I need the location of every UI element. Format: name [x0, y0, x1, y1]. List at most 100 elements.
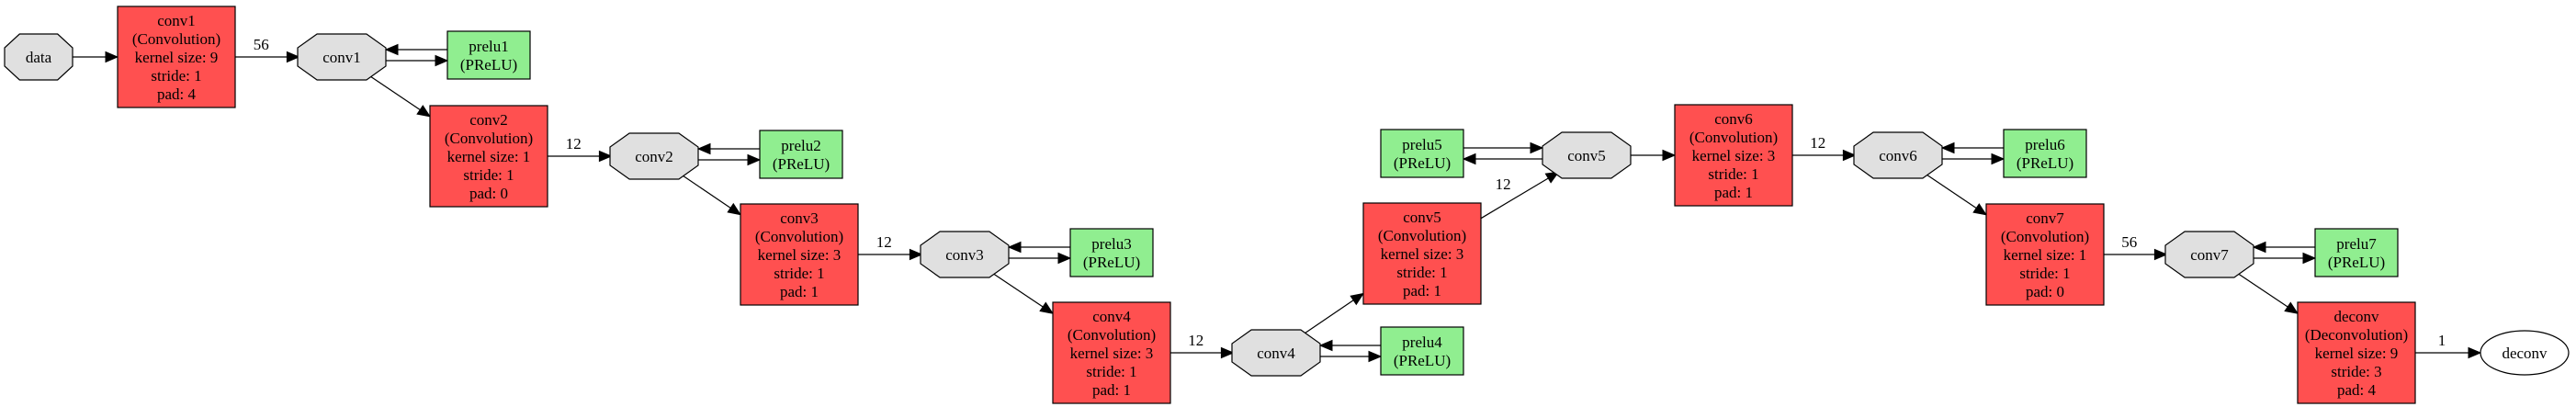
node-shape-conv3	[920, 231, 1010, 278]
arrowhead-conv3_layer-to-conv3	[909, 248, 923, 261]
arrowhead-conv5-to-prelu5	[1462, 153, 1476, 165]
node-text-conv6-0: conv6	[1879, 147, 1917, 164]
node-text-conv5_layer-0: conv5	[1403, 209, 1441, 226]
node-shape-conv4_layer	[1052, 301, 1171, 404]
node-prelu2[interactable]: prelu2(PReLU)	[759, 130, 843, 179]
node-text-conv3_layer-0: conv3	[780, 209, 819, 227]
node-prelu7[interactable]: prelu7(PReLU)	[2314, 228, 2399, 277]
node-text-conv6_layer-4: pad: 1	[1714, 184, 1753, 201]
arrowhead-conv4-to-prelu4	[1368, 350, 1383, 363]
node-text-conv5_layer-2: kernel size: 3	[1381, 245, 1464, 263]
node-conv6[interactable]: conv6	[1853, 131, 1943, 179]
node-shape-prelu4	[1380, 326, 1464, 376]
node-deconv_layer[interactable]: deconv(Deconvolution)kernel size: 9strid…	[2297, 301, 2416, 404]
node-conv1_layer[interactable]: conv1(Convolution)kernel size: 9stride: …	[117, 6, 236, 108]
node-conv6_layer[interactable]: conv6(Convolution)kernel size: 3stride: …	[1674, 104, 1793, 207]
node-shape-conv7_layer	[1985, 203, 2105, 306]
node-shape-prelu2	[759, 130, 843, 179]
node-text-data-0: data	[26, 49, 52, 66]
node-text-prelu3-1: (PReLU)	[1083, 254, 1140, 271]
node-conv5_layer[interactable]: conv5(Convolution)kernel size: 3stride: …	[1362, 202, 1482, 305]
node-prelu5[interactable]: prelu5(PReLU)	[1380, 129, 1464, 178]
arrowhead-conv2-to-prelu2	[747, 153, 762, 166]
arrowhead-prelu7-to-conv7	[2252, 241, 2266, 254]
node-text-prelu7-0: prelu7	[2336, 235, 2377, 253]
arrowhead-conv4-to-conv5_layer	[1350, 292, 1365, 306]
arrowhead-conv6_layer-to-conv6	[1842, 149, 1857, 162]
node-text-prelu7-1: (PReLU)	[2328, 254, 2385, 271]
node-text-prelu6-0: prelu6	[2025, 136, 2064, 153]
node-conv3_layer[interactable]: conv3(Convolution)kernel size: 3stride: …	[740, 203, 859, 306]
node-prelu4[interactable]: prelu4(PReLU)	[1380, 326, 1464, 376]
node-text-prelu2-1: (PReLU)	[773, 155, 830, 173]
node-text-prelu6-1: (PReLU)	[2017, 154, 2073, 172]
node-text-deconv_layer-3: stride: 3	[2331, 363, 2381, 380]
arrowhead-conv3-to-conv4_layer	[1039, 301, 1055, 314]
arrowhead-deconv_layer-to-deconv	[2468, 346, 2482, 359]
node-shape-deconv_layer	[2297, 301, 2416, 404]
edge-conv4-to-conv5_layer	[1301, 300, 1354, 336]
node-text-conv4_layer-0: conv4	[1092, 308, 1131, 325]
node-text-conv3_layer-1: (Convolution)	[755, 228, 843, 245]
node-text-conv2_layer-4: pad: 0	[469, 185, 508, 202]
node-text-conv3_layer-2: kernel size: 3	[758, 246, 842, 264]
node-prelu3[interactable]: prelu3(PReLU)	[1069, 228, 1154, 277]
edge-label-conv1_layer-to-conv1: 56	[254, 36, 269, 53]
node-conv5[interactable]: conv5	[1542, 131, 1632, 179]
arrowhead-conv5-to-conv6_layer	[1662, 149, 1677, 162]
node-text-prelu4-0: prelu4	[1402, 334, 1442, 351]
node-conv7[interactable]: conv7	[2164, 231, 2254, 278]
arrowhead-prelu1-to-conv1	[384, 43, 399, 56]
node-text-conv5_layer-4: pad: 1	[1403, 282, 1441, 300]
node-text-prelu5-0: prelu5	[1402, 136, 1441, 153]
node-data[interactable]: data	[4, 33, 73, 81]
arrowhead-conv7-to-prelu7	[2302, 252, 2317, 265]
node-conv3[interactable]: conv3	[920, 231, 1010, 278]
node-shape-conv4	[1231, 329, 1321, 377]
node-shape-conv3_layer	[740, 203, 859, 306]
node-shape-conv7	[2164, 231, 2254, 278]
edge-label-conv3_layer-to-conv3: 12	[876, 233, 892, 251]
node-text-conv7_layer-1: (Convolution)	[2001, 228, 2089, 245]
arrowhead-conv6-to-conv7_layer	[1972, 203, 1988, 216]
node-conv4_layer[interactable]: conv4(Convolution)kernel size: 3stride: …	[1052, 301, 1171, 404]
node-text-conv5_layer-3: stride: 1	[1396, 264, 1447, 281]
edge-label-conv6_layer-to-conv6: 12	[1810, 134, 1825, 152]
node-text-deconv_layer-2: kernel size: 9	[2315, 345, 2399, 362]
node-shape-prelu7	[2314, 228, 2399, 277]
node-conv2_layer[interactable]: conv2(Convolution)kernel size: 1stride: …	[429, 105, 548, 208]
node-text-prelu3-0: prelu3	[1091, 235, 1131, 253]
node-deconv[interactable]: deconv	[2480, 330, 2570, 376]
node-shape-conv1	[297, 33, 387, 81]
node-prelu1[interactable]: prelu1(PReLU)	[446, 30, 531, 80]
edge-label-conv2_layer-to-conv2: 12	[566, 135, 582, 153]
node-conv2[interactable]: conv2	[609, 132, 699, 180]
node-text-prelu2-0: prelu2	[781, 137, 820, 154]
arrowhead-conv2_layer-to-conv2	[598, 150, 613, 163]
node-conv1[interactable]: conv1	[297, 33, 387, 81]
node-text-conv2_layer-3: stride: 1	[463, 166, 514, 184]
arrowhead-data-to-conv1_layer	[105, 51, 119, 63]
edge-conv7-to-deconv_layer	[2235, 271, 2288, 308]
node-prelu6[interactable]: prelu6(PReLU)	[2003, 129, 2087, 178]
edge-conv1-to-conv2_layer	[367, 73, 421, 110]
edge-conv5_layer-to-conv5	[1480, 177, 1549, 220]
edge-label-deconv_layer-to-deconv: 1	[2438, 332, 2446, 349]
arrowhead-prelu3-to-conv3	[1007, 241, 1022, 254]
node-shape-prelu5	[1380, 129, 1464, 178]
node-text-deconv_layer-4: pad: 4	[2337, 381, 2377, 399]
node-conv7_layer[interactable]: conv7(Convolution)kernel size: 1stride: …	[1985, 203, 2105, 306]
node-conv4[interactable]: conv4	[1231, 329, 1321, 377]
node-text-conv2_layer-0: conv2	[469, 111, 508, 129]
node-text-deconv_layer-1: (Deconvolution)	[2305, 326, 2408, 344]
node-text-conv4_layer-1: (Convolution)	[1068, 326, 1156, 344]
node-text-conv2-0: conv2	[635, 148, 673, 165]
node-shape-prelu1	[446, 30, 531, 80]
node-shape-conv6	[1853, 131, 1943, 179]
edge-conv2-to-conv3_layer	[680, 173, 731, 209]
edge-conv3-to-conv4_layer	[990, 271, 1044, 308]
arrowhead-conv6-to-prelu6	[1991, 153, 2005, 165]
node-text-conv4_layer-3: stride: 1	[1086, 363, 1136, 380]
node-text-conv7_layer-4: pad: 0	[2026, 283, 2064, 300]
